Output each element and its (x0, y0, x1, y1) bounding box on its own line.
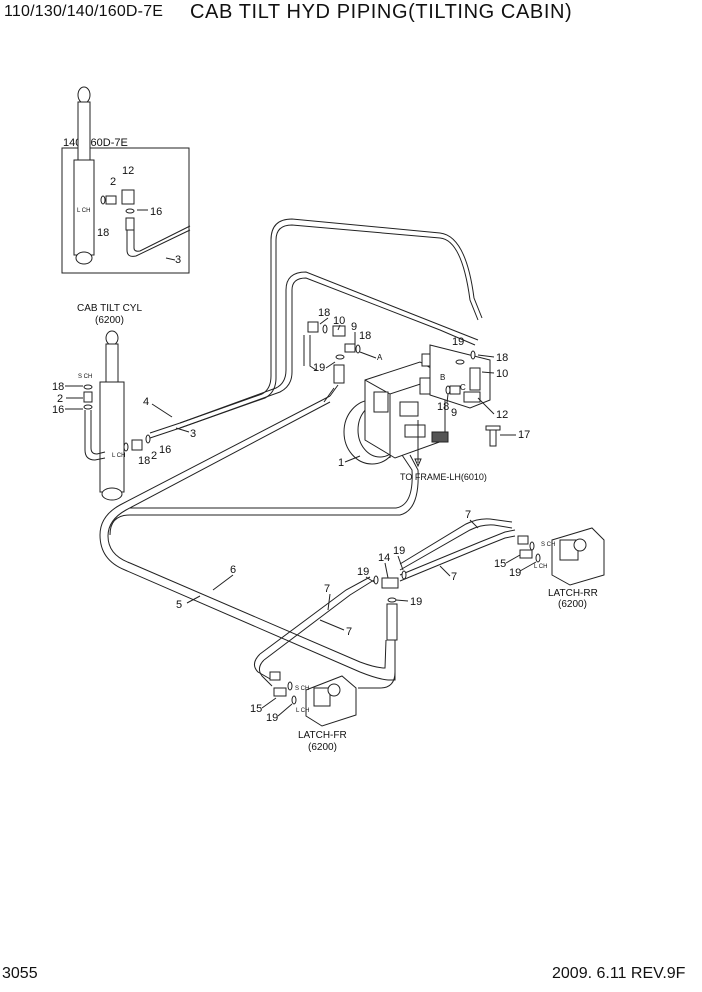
model-range: 110/130/140/160D-7E (4, 3, 164, 20)
inset-model-label: 140/160D-7E (63, 137, 128, 149)
callout-12: 12 (496, 409, 508, 421)
callout-2: 2 (57, 393, 63, 405)
callout-6: 6 (230, 564, 236, 576)
callout-18: 18 (437, 401, 449, 413)
diagram-label: (6200) (308, 742, 337, 753)
callout-18: 18 (318, 307, 330, 319)
revision-date: 2009. 6.11 REV.9F (552, 965, 686, 982)
callout-18: 18 (496, 352, 508, 364)
callout-19: 19 (357, 566, 369, 578)
diagram-label: LATCH-RR (548, 588, 598, 599)
callout-7: 7 (324, 583, 330, 595)
diagram-label: B (440, 373, 445, 382)
diagram-label: L CH (534, 564, 547, 570)
callout-7: 7 (346, 626, 352, 638)
callout-7: 7 (451, 571, 457, 583)
callout-7: 7 (465, 509, 471, 521)
center-tee-fittings: 14 19 19 19 7 7 (259, 545, 422, 661)
latch-fr: S CH L CH LATCH-FR (6200) 15 19 (250, 640, 396, 753)
diagram-label: L CH (112, 453, 125, 459)
diagram-label: TO FRAME-LH(6010) (400, 472, 487, 482)
diagram-label: C (460, 383, 466, 392)
page-title: CAB TILT HYD PIPING(TILTING CABIN) (190, 1, 573, 23)
callout-16: 16 (150, 206, 162, 218)
callout-9: 9 (351, 321, 357, 333)
diagram-label: L CH (296, 708, 309, 714)
callout-3: 3 (175, 254, 181, 266)
callout-19: 19 (393, 545, 405, 557)
callout-2: 2 (110, 176, 116, 188)
callout-18: 18 (138, 455, 150, 467)
diagram-label: (6200) (558, 599, 587, 610)
callout-2: 2 (151, 450, 157, 462)
callout-19: 19 (452, 336, 464, 348)
callout-17: 17 (518, 429, 530, 441)
elbow-12-inset (121, 189, 135, 205)
callout-19: 19 (410, 596, 422, 608)
valve-fittings-right: 19 18 10 12 18 9 (437, 336, 508, 421)
callout-19: 19 (266, 712, 278, 724)
callout-9: 9 (451, 407, 457, 419)
cab-tilt-cylinder: CAB TILT CYL (6200) S CH L CH 18 2 16 (52, 303, 142, 501)
diagram-label: S CH (541, 542, 555, 548)
callout-18: 18 (359, 330, 371, 342)
diagram-label: CAB TILT CYL (77, 303, 142, 314)
latch-rr: S CH L CH LATCH-RR (6200) 15 19 (494, 527, 605, 610)
svg-text:L CH: L CH (77, 208, 90, 214)
callout-18: 18 (97, 227, 109, 239)
cylinder-eye-top (77, 86, 91, 104)
callout-4: 4 (143, 396, 149, 408)
callout-10: 10 (333, 315, 345, 327)
cylinder-rod (77, 101, 91, 163)
callout-3: 3 (190, 428, 196, 440)
valve-fittings-left: 18 10 9 18 19 (303, 307, 377, 403)
callout-14: 14 (378, 552, 390, 564)
hoses-7-rr: 7 7 (399, 509, 516, 583)
pump-valve-assembly: A B C 1 TO FRAME-LH(6010) 17 (338, 344, 530, 482)
callout-12: 12 (122, 165, 134, 177)
diagram-label: LATCH-FR (298, 730, 347, 741)
diagram-label: A (377, 353, 383, 362)
page-number: 3055 (2, 965, 38, 982)
callout-1: 1 (338, 457, 344, 469)
fitting-2-inset (105, 195, 117, 205)
inset-detail: 140/160D-7E L CH 12 2 16 18 3 (61, 86, 191, 274)
callout-16: 16 (52, 404, 64, 416)
callout-19: 19 (313, 362, 325, 374)
diagram-label: (6200) (95, 315, 124, 326)
callout-19: 19 (509, 567, 521, 579)
callout-16: 16 (159, 444, 171, 456)
diagram-label: S CH (78, 374, 92, 380)
callout-10: 10 (496, 368, 508, 380)
callout-15: 15 (494, 558, 506, 570)
diagram-label: S CH (295, 686, 309, 692)
cylinder-lower-fittings: 18 2 16 4 3 (123, 396, 196, 467)
hose-routes: 6 5 (99, 218, 483, 681)
callout-18: 18 (52, 381, 64, 393)
callout-15: 15 (250, 703, 262, 715)
callout-5: 5 (176, 599, 182, 611)
